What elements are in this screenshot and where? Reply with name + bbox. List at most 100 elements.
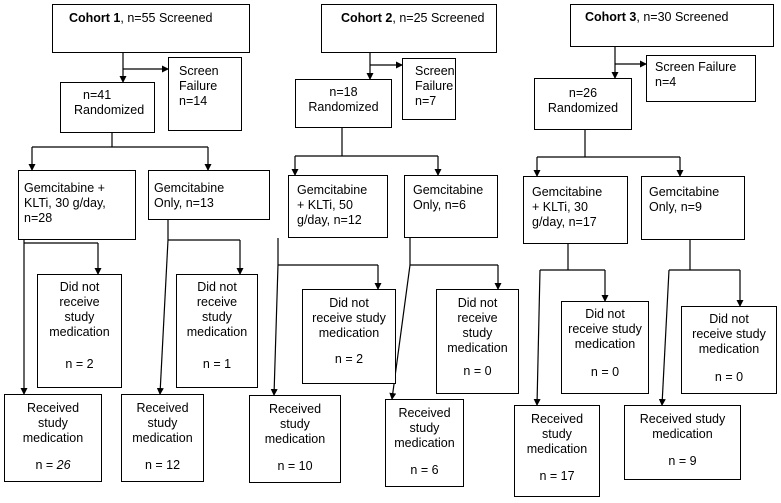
cohort3-arm-a-line1: Gemcitabine <box>532 185 603 199</box>
cohort2-arm-b-line1: Gemcitabine <box>413 183 484 197</box>
cohort2-did-not-receive-a-box: Did not receive study medication n = 2 <box>302 289 396 384</box>
cohort3-rec-a-n: n = 17 <box>539 469 575 483</box>
cohort2-received-a-box: Received study medication n = 10 <box>249 395 341 483</box>
cohort1-dnr-b-line1: Did not <box>197 280 237 294</box>
cohort2-screen-failure-line2: Failure <box>415 79 454 93</box>
cohort1-randomized-label: Randomized <box>74 103 145 117</box>
cohort2-randomized-n: n=18 <box>329 85 358 99</box>
cohort1-rec-b-line2: study <box>147 416 178 430</box>
cohort1-dnr-b-line2: receive <box>196 295 238 309</box>
cohort2-screen-failure-line1: Screen <box>415 64 455 78</box>
cohort3-rec-b-line2: medication <box>652 427 713 441</box>
cohort3-dnr-a-n: n = 0 <box>590 365 620 379</box>
cohort3-arm-b-box: Gemcitabine Only, n=9 <box>641 176 745 240</box>
cohort1-screen-failure-line2: Failure <box>179 79 218 93</box>
cohort3-did-not-receive-b-box: Did not receive study medication n = 0 <box>681 306 777 394</box>
cohort3-screen-failure-line1: Screen Failure <box>655 60 737 74</box>
cohort3-arm-a-line3: g/day, n=17 <box>532 215 597 229</box>
cohort2-dnr-b-n: n = 0 <box>463 364 492 378</box>
cohort3-rec-a-line1: Received <box>530 412 584 426</box>
cohort1-screened-lead: Cohort 1 <box>69 11 121 25</box>
cohort3-dnr-b-line1: Did not <box>709 312 749 326</box>
cohort2-arm-a-line1: Gemcitabine <box>297 183 368 197</box>
cohort3-rec-a-line2: study <box>542 427 572 441</box>
cohort3-arm-b-line2: Only, n=9 <box>649 200 702 214</box>
cohort3-screened-lead: Cohort 3 <box>585 10 637 24</box>
cohort2-arm-a-line2: + KLTi, 50 <box>297 198 353 212</box>
cohort1-dnr-a-line2: receive <box>59 295 100 309</box>
cohort1-arm-b-box: Gemcitabine Only, n=13 <box>148 170 270 220</box>
cohort3-randomized-box: n=26 Randomized <box>534 78 632 130</box>
cohort2-dnr-a-n: n = 2 <box>334 352 364 366</box>
cohort2-dnr-a-line2: receive study <box>312 311 386 325</box>
cohort1-rec-a-line2: study <box>38 416 68 430</box>
cohort3-dnr-a-line3: medication <box>574 337 636 351</box>
cohort2-randomized-box: n=18 Randomized <box>295 79 392 128</box>
cohort2-arm-a-line3: g/day, n=12 <box>297 213 362 227</box>
cohort2-rec-a-line2: study <box>280 417 310 431</box>
cohort2-randomized-label: Randomized <box>308 100 379 114</box>
cohort1-screened-box: Cohort 1, n=55 Screened <box>52 4 250 53</box>
cohort1-received-b-box: Received study medication n = 12 <box>121 394 204 482</box>
cohort3-randomized-label: Randomized <box>547 101 619 115</box>
cohort1-screen-failure-n: n=14 <box>179 94 208 108</box>
cohort1-screened-rest: , n=55 Screened <box>120 11 213 25</box>
cohort2-did-not-receive-b-box: Did not receive study medication n = 0 <box>436 289 519 394</box>
cohort3-rec-b-n: n = 9 <box>668 454 697 468</box>
cohort3-dnr-a-line2: receive study <box>568 322 642 336</box>
cohort1-arm-a-box: Gemcitabine + KLTi, 30 g/day, n=28 <box>18 170 136 240</box>
cohort2-screen-failure-box: Screen Failure n=7 <box>402 58 456 120</box>
cohort3-dnr-b-line3: medication <box>698 342 760 356</box>
cohort1-dnr-a-line4: medication <box>49 325 110 339</box>
cohort2-arm-b-line2: Only, n=6 <box>413 198 466 212</box>
cohort2-rec-a-line3: medication <box>264 432 326 446</box>
cohort1-arm-a-line2: KLTi, 30 g/day, <box>24 196 106 210</box>
cohort1-rec-b-line1: Received <box>136 401 189 415</box>
cohort1-rec-b-line3: medication <box>132 431 193 445</box>
cohort2-dnr-b-line1: Did not <box>457 296 498 310</box>
cohort2-arm-b-box: Gemcitabine Only, n=6 <box>404 175 498 238</box>
cohort1-screen-failure-line1: Screen <box>179 64 219 78</box>
cohort3-arm-b-line1: Gemcitabine <box>649 185 720 199</box>
cohort1-arm-b-line1: Gemcitabine <box>154 181 225 195</box>
cohort1-randomized-n: n=41 <box>83 88 112 102</box>
cohort3-arm-a-box: Gemcitabine + KLTi, 30 g/day, n=17 <box>523 176 628 244</box>
cohort1-randomized-box: n=41 Randomized <box>60 82 155 133</box>
cohort3-received-a-box: Received study medication n = 17 <box>514 405 600 497</box>
cohort1-received-a-box: Received study medication n = 26 <box>4 394 102 482</box>
cohort3-rec-b-line1: Received study <box>639 412 726 426</box>
cohort1-arm-b-line2: Only, n=13 <box>154 196 214 210</box>
cohort1-dnr-b-line3: study <box>202 310 232 324</box>
cohort3-screen-failure-box: Screen Failure n=4 <box>646 55 756 102</box>
cohort1-rec-a-line1: Received <box>26 401 80 415</box>
cohort2-screen-failure-n: n=7 <box>415 94 437 108</box>
cohort1-rec-a-n: n = 26 <box>35 458 71 472</box>
cohort1-rec-b-n: n = 12 <box>144 458 181 472</box>
cohort2-dnr-b-line2: receive <box>457 311 498 325</box>
cohort1-dnr-a-line3: study <box>64 310 95 324</box>
cohort1-dnr-a-line1: Did not <box>59 280 100 294</box>
cohort1-dnr-b-n: n = 1 <box>202 357 232 371</box>
cohort1-rec-a-line3: medication <box>22 431 84 445</box>
cohort3-dnr-a-line1: Did not <box>585 307 625 321</box>
cohort2-screened-rest: , n=25 Screened <box>392 11 485 25</box>
cohort2-dnr-a-line1: Did not <box>329 296 369 310</box>
cohort3-arm-a-line2: + KLTi, 30 <box>532 200 588 214</box>
cohort3-dnr-b-n: n = 0 <box>714 370 744 384</box>
cohort3-dnr-b-line2: receive study <box>692 327 766 341</box>
cohort3-screened-rest: , n=30 Screened <box>636 10 729 24</box>
cohort3-screen-failure-n: n=4 <box>655 75 677 89</box>
cohort1-arm-a-line1: Gemcitabine + <box>24 181 105 195</box>
cohort2-screened-lead: Cohort 2 <box>341 11 393 25</box>
cohort1-arm-a-line3: n=28 <box>24 211 53 225</box>
cohort2-rec-b-line3: medication <box>394 436 455 450</box>
cohort2-received-b-box: Received study medication n = 6 <box>385 399 464 487</box>
cohort3-did-not-receive-a-box: Did not receive study medication n = 0 <box>561 301 649 394</box>
cohort2-dnr-b-line3: study <box>462 326 493 340</box>
cohort2-rec-a-line1: Received <box>268 402 322 416</box>
cohort1-screen-failure-box: Screen Failure n=14 <box>168 57 242 131</box>
cohort1-dnr-a-n: n = 2 <box>65 357 94 371</box>
cohort2-rec-b-n: n = 6 <box>410 463 439 477</box>
cohort2-rec-b-line2: study <box>409 421 440 435</box>
